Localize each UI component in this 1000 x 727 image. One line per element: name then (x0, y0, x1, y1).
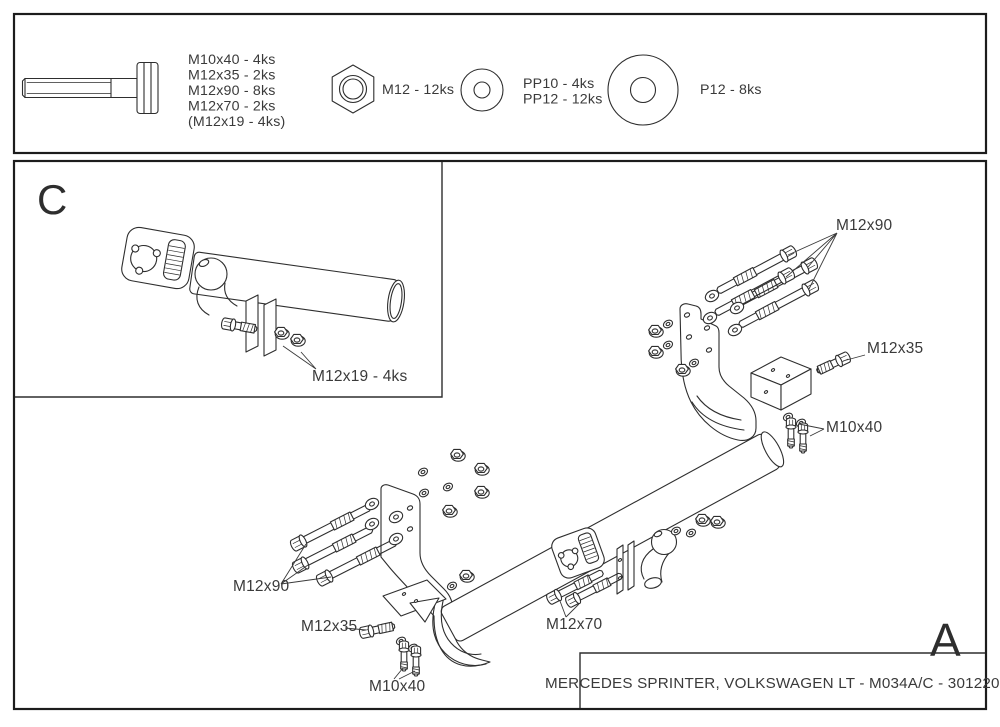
right-chassis-bolts (781, 411, 809, 454)
right-bracket-plate (679, 303, 757, 441)
label-m10x40-right: M10x40 (826, 419, 883, 436)
small-washer-front-view (460, 68, 504, 112)
hardware-legend-box (12, 12, 988, 155)
towball-assembly (616, 513, 726, 595)
large-washer-front-view (607, 54, 679, 126)
inset-crossbar-tube (189, 251, 406, 323)
inset-leader-lines (282, 345, 317, 370)
hex-bolt-side-view (21, 61, 159, 115)
detail-inset-border (15, 162, 443, 398)
bolt-size-line: (M12x19 - 4ks) (188, 114, 285, 130)
label-m12x70: M12x70 (546, 616, 603, 633)
socket-plate (551, 527, 605, 579)
nut-label: M12 - 12ks (382, 82, 454, 98)
hardware-legend: M10x40 - 4ks M12x35 - 2ks M12x90 - 8ks M… (21, 52, 762, 130)
crossbar-tube (440, 431, 785, 642)
label-m10x40-bottom: M10x40 (369, 678, 426, 695)
bolt-size-line: M12x90 - 8ks (188, 83, 276, 99)
left-plate-tube-wrap (432, 596, 487, 667)
right-plate-tube-wrap (691, 395, 745, 431)
main-drawing-box (12, 159, 988, 711)
left-angle-bracket (382, 579, 447, 623)
inset-socket-plate (121, 226, 195, 290)
label-m12x35-left: M12x35 (301, 618, 357, 635)
section-letter-a: A (930, 614, 961, 666)
bolt-size-line: M10x40 - 4ks (188, 52, 276, 68)
label-m12x90-left: M12x90 (233, 578, 290, 595)
title-block-border (579, 652, 985, 708)
right-angle-bracket (750, 356, 812, 411)
washer-label: PP10 - 4ks (523, 76, 594, 92)
bolt-size-line: M12x70 - 2ks (188, 99, 276, 115)
label-m12x35-right: M12x35 (867, 340, 923, 357)
inset-clamp-bracket (220, 294, 306, 357)
section-letter-c: C (37, 176, 68, 223)
hex-nut-front-view (331, 64, 375, 114)
right-mounting-bolts (648, 243, 821, 377)
washer-label: PP12 - 12ks (523, 92, 602, 108)
m12x19-label: M12x19 - 4ks (312, 368, 407, 385)
bolt-size-list: M10x40 - 4ks M12x35 - 2ks M12x90 - 8ks M… (188, 52, 285, 130)
bolt-size-line: M12x35 - 2ks (188, 68, 276, 84)
detail-c-inset: C M12 (37, 176, 407, 385)
title-block-text: MERCEDES SPRINTER, VOLKSWAGEN LT - M034A… (545, 675, 1000, 692)
leader-lines (280, 232, 866, 680)
right-bracket-bolt (814, 350, 853, 378)
large-washer-label: P12 - 8ks (700, 82, 762, 98)
left-chassis-bolts (394, 635, 422, 677)
small-washer-labels: PP10 - 4ks PP12 - 12ks (523, 76, 602, 108)
label-m12x90-right: M12x90 (836, 217, 893, 234)
inset-tow-ball (194, 257, 238, 316)
exploded-assembly: M12x90 M12x35 M10x40 M12x90 M12x35 M12x7… (233, 217, 923, 695)
